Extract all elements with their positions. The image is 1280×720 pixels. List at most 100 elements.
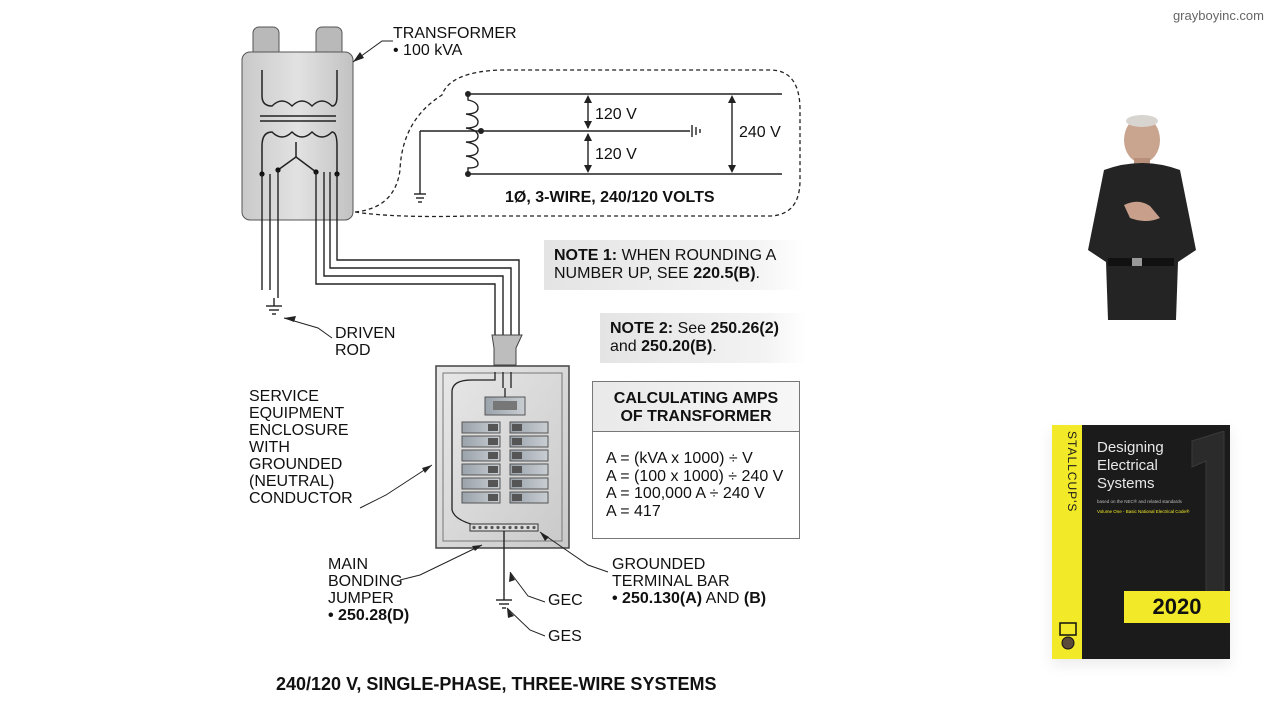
book-number-one-graphic: [1191, 431, 1225, 601]
diagram-title: 240/120 V, SINGLE-PHASE, THREE-WIRE SYST…: [276, 674, 717, 694]
terminal-screw: [496, 525, 500, 530]
terminal-screw: [478, 525, 482, 530]
note-2-label: NOTE 2:: [610, 320, 674, 337]
branch-breaker: [509, 477, 549, 490]
breaker-handle: [488, 480, 498, 487]
book-year: 2020: [1124, 591, 1230, 623]
breaker-handle: [488, 466, 498, 473]
driven-rod-label: DRIVEN ROD: [335, 325, 395, 359]
main-bonding-jumper-label: MAIN BONDING JUMPER • 250.28(D): [328, 556, 409, 624]
terminal-bar-line2: TERMINAL BAR: [612, 573, 730, 590]
note-1: NOTE 1: WHEN ROUNDING A NUMBER UP, SEE 2…: [544, 240, 804, 290]
branch-breaker: [509, 435, 549, 448]
breaker-handle: [488, 438, 498, 445]
leader-lines: [283, 40, 609, 637]
total-voltage-label: 240 V: [739, 124, 781, 141]
book-volume: Volume One - Basic National Electrical C…: [1097, 509, 1190, 514]
branch-breaker: [509, 449, 549, 462]
breaker-handle: [512, 494, 522, 501]
terminal-screw: [484, 525, 488, 530]
branch-breakers: [461, 421, 549, 504]
note-1-end: .: [755, 265, 760, 282]
mbj-line3: JUMPER: [328, 590, 394, 607]
upper-voltage-label: 120 V: [595, 106, 637, 123]
book-subtitle: based on the NEC® and related standards: [1097, 499, 1182, 504]
breaker-handle: [512, 438, 522, 445]
terminal-screw: [502, 525, 506, 530]
branch-breaker: [461, 477, 501, 490]
branch-breaker: [461, 449, 501, 462]
terminal-screw: [508, 525, 512, 530]
leader-arrowheads: [284, 52, 549, 618]
calculation-title1: CALCULATING AMPS: [613, 390, 779, 407]
note-1-label: NOTE 1:: [554, 247, 618, 264]
service-fitting: [491, 334, 523, 366]
book-title: Designing Electrical Systems: [1097, 439, 1164, 492]
branch-breaker: [509, 421, 549, 434]
note-2-text2: and: [610, 338, 642, 355]
note-1-ref: 220.5(B): [693, 265, 756, 282]
calculation-heading: CALCULATING AMPS OF TRANSFORMER: [593, 382, 799, 432]
branch-breaker: [461, 435, 501, 448]
note-2: NOTE 2: See 250.26(2) and 250.20(B).: [600, 313, 806, 363]
enclosure-line: WITH: [249, 439, 290, 456]
terminal-bar-screws: [472, 525, 536, 530]
driven-rod-ground: [266, 298, 282, 315]
driven-rod-line2: ROD: [335, 342, 371, 359]
calculation-steps: A = (kVA x 1000) ÷ V A = (100 x 1000) ÷ …: [593, 432, 799, 520]
driven-rod-line1: DRIVEN: [335, 325, 396, 342]
book-spine-label: STALLCUP'S: [1065, 431, 1079, 513]
book-cover: STALLCUP'S Designing Electrical Systems …: [1052, 425, 1230, 659]
system-label: 1Ø, 3-WIRE, 240/120 VOLTS: [505, 189, 715, 206]
terminal-screw: [520, 525, 524, 530]
enclosure-line: SERVICE: [249, 388, 319, 405]
service-enclosure: [435, 365, 570, 549]
calculation-result: A = 417: [606, 502, 661, 520]
enclosure-label: SERVICE EQUIPMENT ENCLOSURE WITH GROUNDE…: [249, 388, 353, 507]
calculation-step: A = (kVA x 1000) ÷ V: [606, 450, 753, 467]
breaker-handle: [512, 424, 522, 431]
terminal-bar-and: AND: [702, 590, 744, 607]
terminal-screw: [472, 525, 476, 530]
calculation-title2: OF TRANSFORMER: [620, 408, 772, 425]
terminal-screw: [532, 525, 536, 530]
grounded-terminal-bar-label: GROUNDED TERMINAL BAR • 250.130(A) AND (…: [612, 556, 766, 607]
mbj-line2: BONDING: [328, 573, 403, 590]
branch-breaker: [461, 491, 501, 504]
note-2-ref1: 250.26(2): [710, 320, 779, 337]
winding-callout-outline: [354, 69, 801, 218]
breaker-handle: [512, 480, 522, 487]
gec-conductor: [496, 531, 512, 609]
ges-label: GES: [548, 628, 582, 645]
transformer-title: TRANSFORMER: [393, 25, 517, 42]
enclosure-line: (NEUTRAL): [249, 473, 335, 490]
breaker-handle: [488, 424, 498, 431]
terminal-bar-line1: GROUNDED: [612, 556, 706, 573]
secondary-winding: [261, 130, 338, 147]
transformer-rating: • 100 kVA: [393, 42, 463, 59]
terminal-bar-ref-a: • 250.130(A): [612, 590, 703, 607]
branch-breaker: [461, 463, 501, 476]
watermark: grayboyinc.com: [1172, 8, 1264, 23]
dimension-arrowheads: [465, 91, 736, 177]
enclosure-line: CONDUCTOR: [249, 490, 353, 507]
calculation-step: A = 100,000 A ÷ 240 V: [606, 485, 765, 502]
book-spine: [1052, 425, 1082, 659]
mbj-ref: • 250.28(D): [328, 607, 410, 624]
note-2-ref2: 250.20(B): [641, 338, 713, 355]
mbj-line1: MAIN: [328, 556, 368, 573]
lower-voltage-label: 120 V: [595, 146, 637, 163]
calculation-step: A = (100 x 1000) ÷ 240 V: [606, 467, 784, 485]
note-2-end: .: [712, 338, 717, 355]
primary-winding: [261, 70, 338, 108]
note-2-text: See: [673, 320, 711, 337]
branch-breaker: [509, 491, 549, 504]
breaker-handle: [512, 452, 522, 459]
breaker-handle: [488, 452, 498, 459]
transformer-label: TRANSFORMER • 100 kVA: [393, 25, 517, 59]
enclosure-line: GROUNDED: [249, 456, 343, 473]
terminal-screw: [514, 525, 518, 530]
publisher-logo-icon: [1059, 622, 1077, 650]
calculation-box: CALCULATING AMPS OF TRANSFORMER A = (kVA…: [592, 381, 800, 539]
